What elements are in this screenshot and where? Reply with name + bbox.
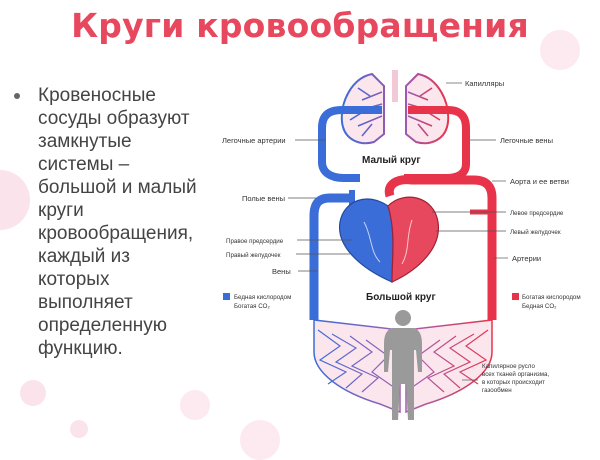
right-heart bbox=[339, 198, 394, 283]
background-bubble bbox=[180, 390, 210, 420]
systemic-circle-label: Большой круг bbox=[366, 292, 436, 303]
label-vena-cava: Полые вены bbox=[242, 194, 285, 203]
legend-arterial-line2: Бедная CO₂ bbox=[522, 303, 557, 310]
heart bbox=[339, 196, 439, 283]
legend-venous-line1: Бедная кислородом bbox=[234, 294, 291, 301]
legend-arterial-line1: Богатая кислородом bbox=[522, 294, 581, 301]
aorta-vessel bbox=[384, 175, 497, 320]
label-left-ventricle: Левый желудочек bbox=[510, 229, 561, 236]
pulmonary-circle-label: Малый круг bbox=[362, 155, 421, 166]
label-capillaries: Капилляры bbox=[465, 79, 504, 88]
background-bubble bbox=[70, 420, 88, 438]
legend-arterial: Богатая кислородом Бедная CO₂ bbox=[512, 293, 581, 310]
label-pulmonary-veins: Легочные вены bbox=[500, 136, 553, 145]
vena-cava-vessel bbox=[309, 193, 352, 320]
bullet-dot bbox=[14, 93, 20, 99]
slide-title: Круги кровообращения bbox=[71, 6, 529, 45]
label-capillary-bed-line3: в которых происходит bbox=[482, 379, 545, 386]
label-veins: Вены bbox=[272, 267, 291, 276]
label-capillary-bed-line1: Капилярное русло bbox=[482, 363, 535, 370]
capillary-mesh-left bbox=[317, 329, 393, 393]
legend-venous-swatch bbox=[223, 293, 230, 300]
bullet-text: Кровеносные сосуды образуют замкнутые си… bbox=[38, 85, 197, 359]
heart-detail bbox=[363, 219, 413, 265]
label-left-atrium: Левое предсердие bbox=[510, 210, 564, 217]
label-right-ventricle: Правый желудочек bbox=[226, 252, 281, 259]
label-arteries: Артерии bbox=[512, 254, 541, 263]
pulmonary-artery-vessel bbox=[318, 106, 382, 182]
circulation-diagram: Малый круг Большой круг Капилляры Легочн… bbox=[222, 70, 581, 420]
label-aorta: Аорта и ее ветви bbox=[510, 177, 569, 186]
label-capillary-bed-line2: всех тканей организма, bbox=[482, 371, 549, 378]
label-pulmonary-arteries: Легочные артерии bbox=[222, 136, 286, 145]
background-bubble bbox=[540, 30, 580, 70]
systemic-capillary-bed bbox=[313, 319, 493, 414]
background-bubble bbox=[20, 380, 46, 406]
human-silhouette-icon bbox=[384, 310, 422, 420]
label-capillary-bed-line4: газообмен bbox=[482, 387, 512, 394]
left-heart bbox=[387, 196, 439, 283]
legend-venous-line2: Богатая CO₂ bbox=[234, 303, 270, 310]
capillary-mesh-right bbox=[413, 329, 489, 393]
legend-venous: Бедная кислородом Богатая CO₂ bbox=[223, 293, 291, 310]
leader-lines bbox=[288, 82, 508, 381]
label-right-atrium: Правое предсердие bbox=[226, 238, 284, 245]
legend-arterial-swatch bbox=[512, 293, 519, 300]
bullet-item: Кровеносные сосуды образуют замкнутые си… bbox=[14, 84, 219, 360]
